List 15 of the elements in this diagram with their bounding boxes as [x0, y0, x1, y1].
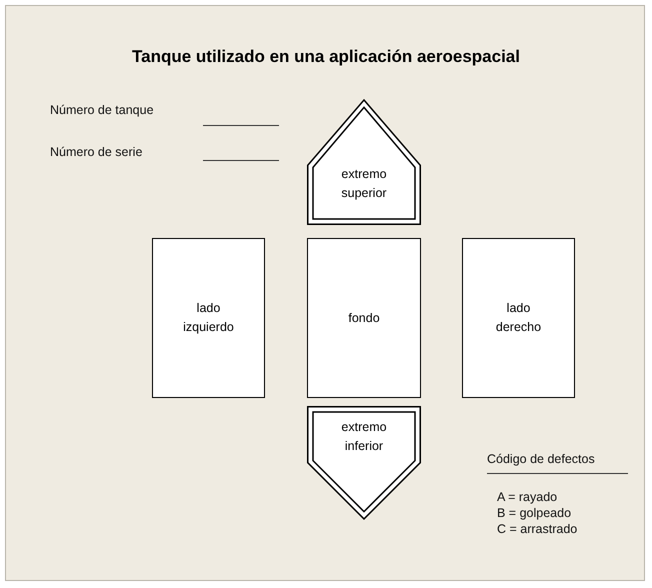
panel-box: [462, 238, 575, 398]
legend-item: B = golpeado: [497, 506, 572, 520]
legend-item: C = arrastrado: [497, 522, 578, 536]
field-label: Número de tanque: [50, 103, 154, 117]
field-label: Número de serie: [50, 145, 142, 159]
title: Tanque utilizado en una aplicación aeroespacial: [131, 47, 521, 67]
node-label: extremo superior: [340, 166, 388, 202]
node-label: lado izquierdo: [182, 300, 235, 336]
panel-box: [152, 238, 265, 398]
legend-item: A = rayado: [497, 490, 558, 504]
node-label: fondo: [347, 310, 381, 327]
panel-box: [307, 238, 421, 398]
legend-heading: Código de defectos: [487, 452, 595, 466]
node-label: lado derecho: [494, 300, 542, 336]
node-label: extremo inferior: [340, 419, 388, 455]
